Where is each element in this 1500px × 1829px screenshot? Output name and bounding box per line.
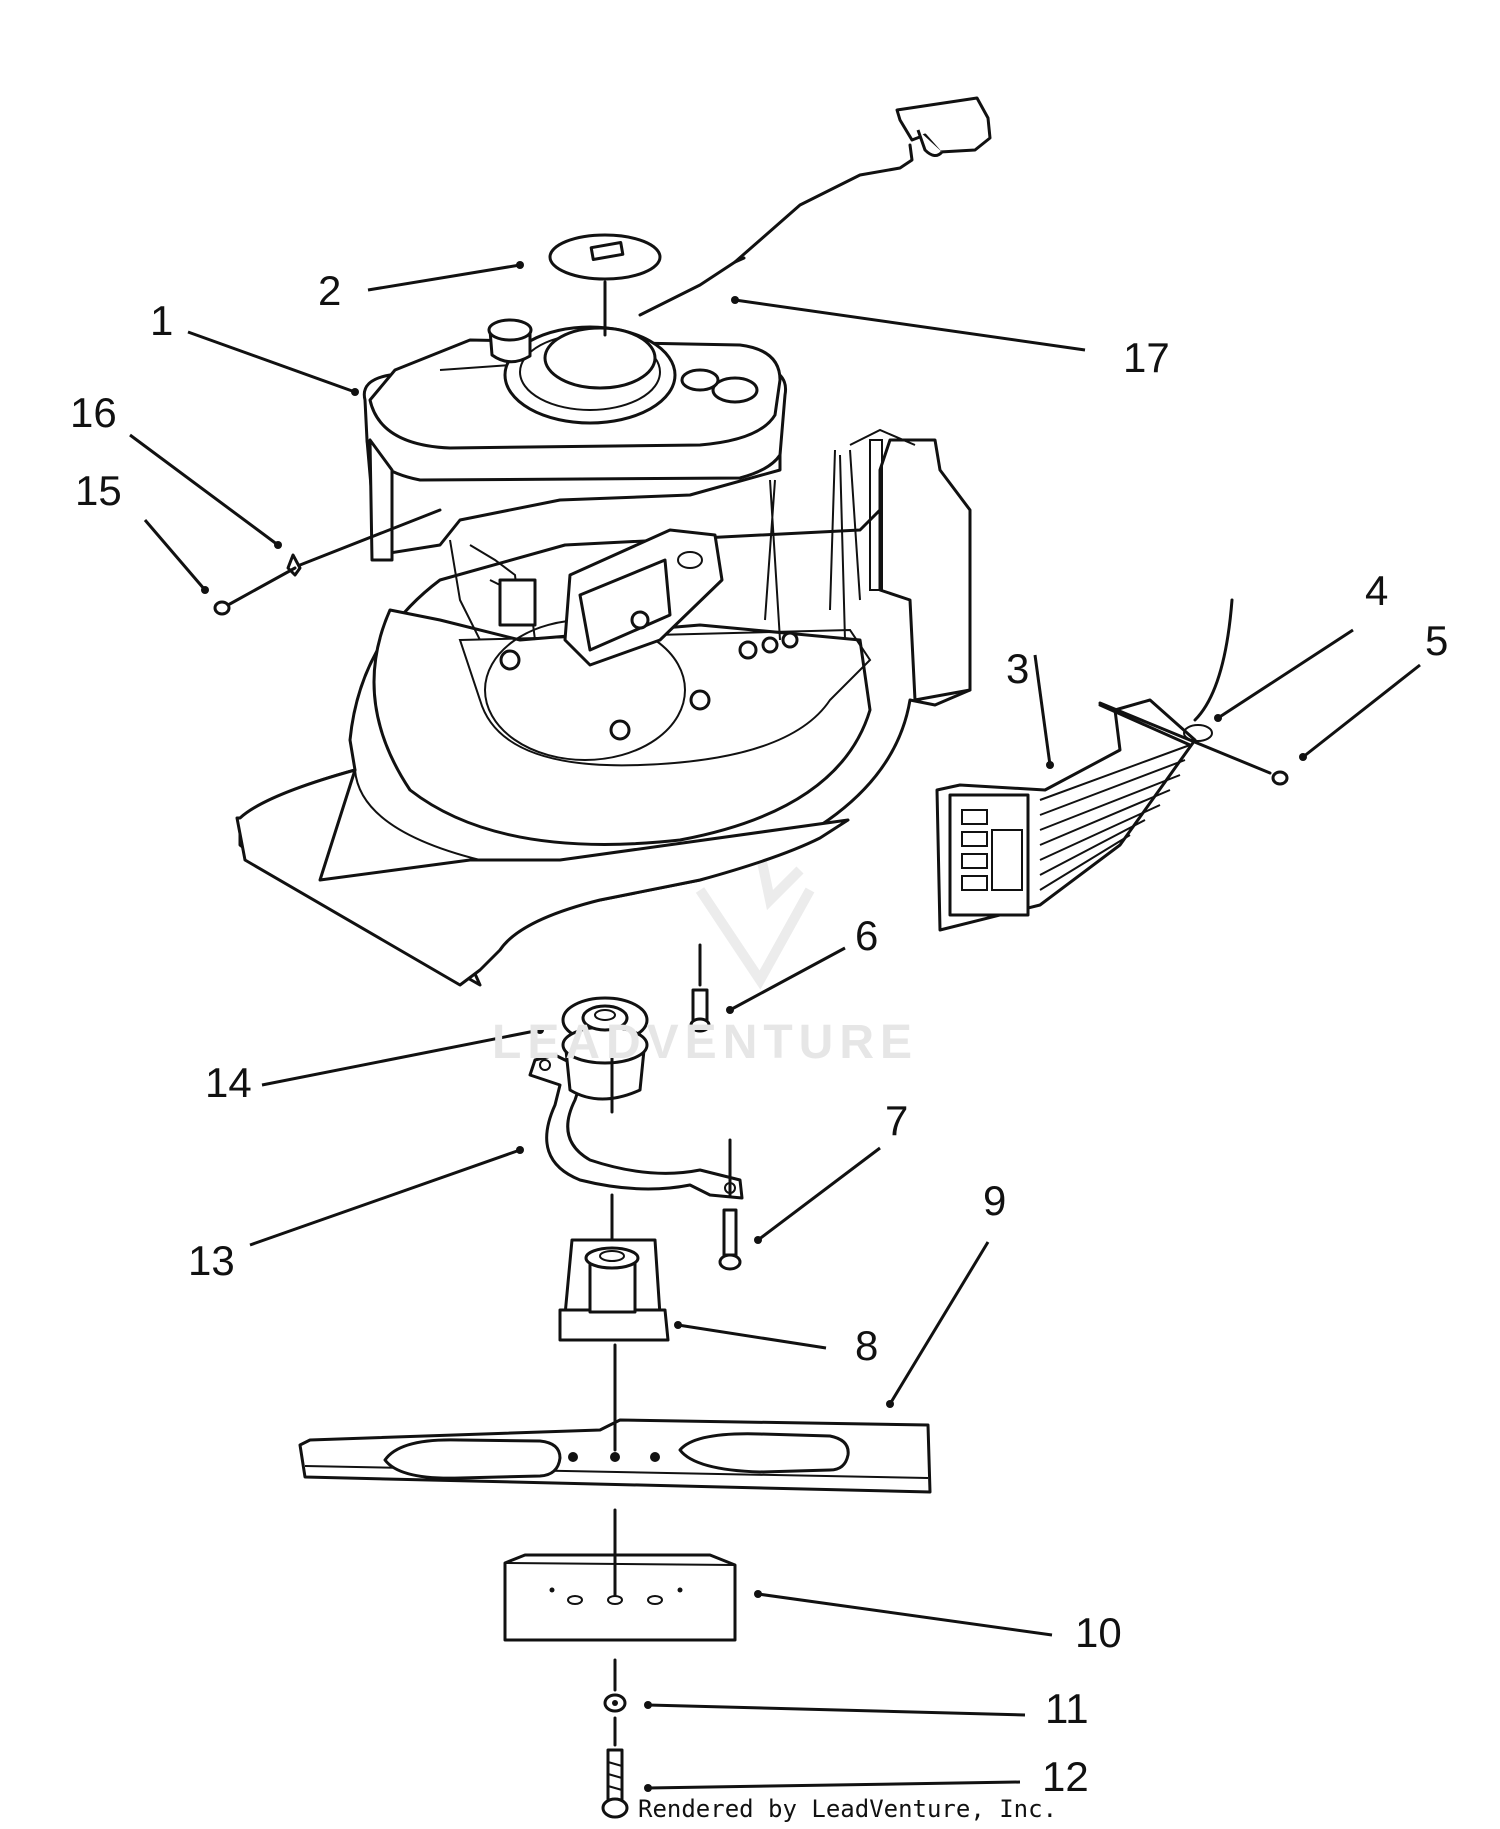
adapter-part	[503, 1553, 737, 1642]
callout-8: 8	[855, 1322, 879, 1369]
callout-14: 14	[205, 1059, 252, 1106]
callout-17: 17	[1123, 334, 1170, 381]
hub-part	[558, 1238, 670, 1342]
callout-6: 6	[855, 912, 879, 959]
callout-2: 2	[318, 267, 342, 314]
blade-part	[298, 1418, 932, 1494]
pulley-part	[561, 996, 649, 1101]
callout-4: 4	[1365, 567, 1389, 614]
assembly-axis	[610, 1043, 617, 1747]
watermark-text: LEADVENTURE	[492, 1016, 919, 1069]
callout-9: 9	[983, 1177, 1007, 1224]
bolt-part-7	[718, 1138, 742, 1271]
callout-3: 3	[1006, 645, 1030, 692]
clip-part-16	[286, 553, 302, 577]
washer-part-11	[603, 1693, 627, 1713]
callout-15: 15	[75, 467, 122, 514]
bolt-part-6	[689, 943, 711, 1033]
throttle-part	[638, 96, 992, 317]
screw-part-5	[1098, 701, 1289, 786]
callout-10: 10	[1075, 1609, 1122, 1656]
render-credit: Rendered by LeadVenture, Inc.	[638, 1795, 1058, 1823]
bolt-part-12	[601, 1748, 629, 1819]
decal-part	[548, 233, 662, 337]
callout-7: 7	[885, 1097, 909, 1144]
callout-5: 5	[1425, 617, 1449, 664]
engine-part	[362, 318, 799, 741]
deck-part	[235, 428, 972, 987]
callout-13: 13	[188, 1237, 235, 1284]
callout-12: 12	[1042, 1753, 1089, 1800]
screw-part-15	[213, 508, 442, 616]
callout-11: 11	[1045, 1685, 1089, 1732]
deflector-part	[935, 598, 1234, 932]
callout-1: 1	[150, 297, 174, 344]
leader-lines	[129, 261, 1421, 1792]
callout-16: 16	[70, 389, 117, 436]
